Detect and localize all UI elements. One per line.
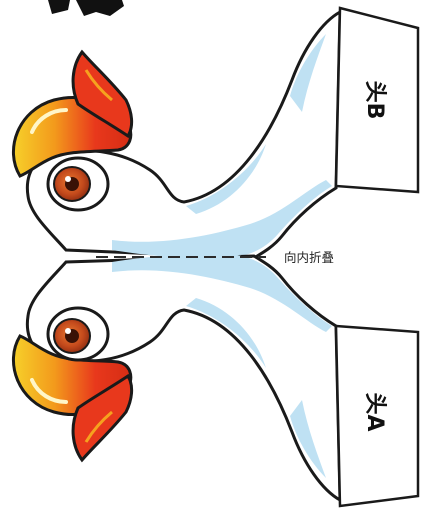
fold-instruction: 向内折叠 xyxy=(284,250,334,265)
tab-bottom-label: 头A xyxy=(362,392,387,431)
neck-top-shade xyxy=(112,180,332,259)
neck-bottom-shade xyxy=(112,253,332,332)
tab-head-a: 头A xyxy=(334,324,420,508)
tab-top-label: 头B xyxy=(362,81,387,120)
bird-piece-bottom xyxy=(11,253,342,503)
bird-piece-top xyxy=(11,9,342,260)
title-fragment xyxy=(48,0,124,16)
eye-top xyxy=(46,156,110,212)
tab-head-b: 头B xyxy=(334,6,420,194)
eye-bottom xyxy=(46,306,110,362)
